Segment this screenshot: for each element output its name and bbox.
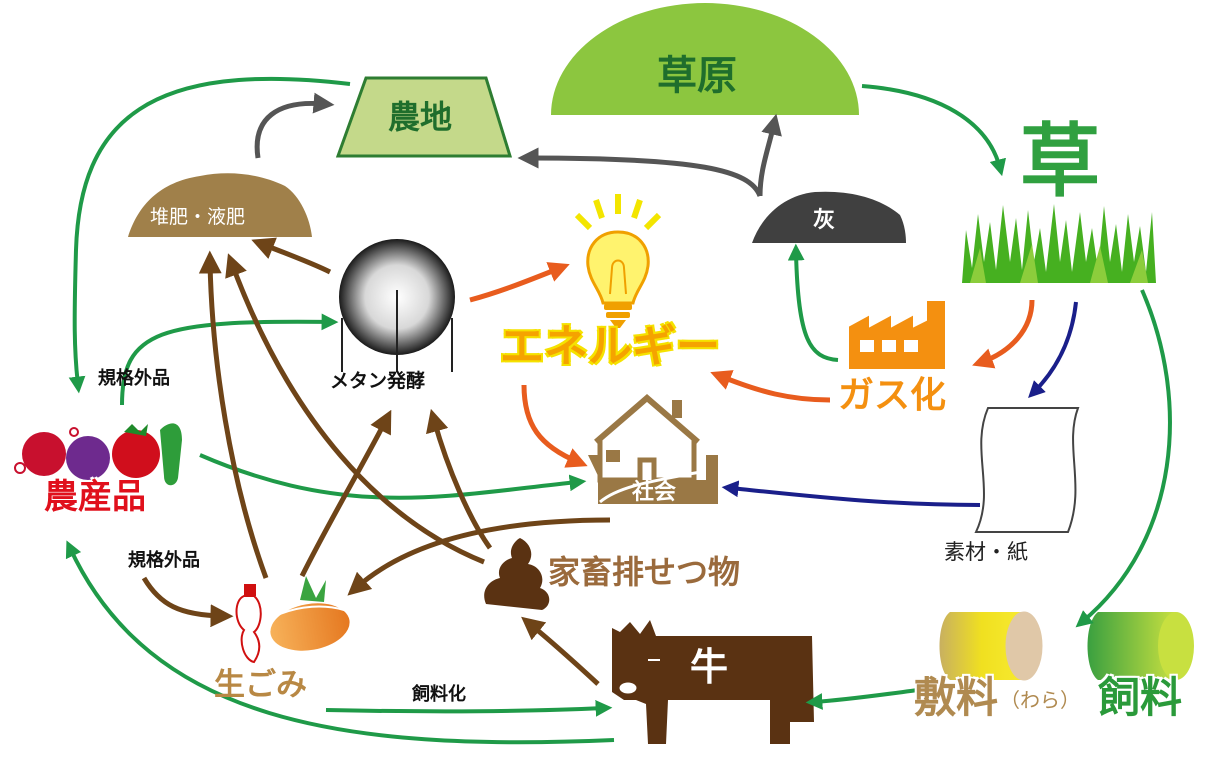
grass-icon [962, 204, 1156, 283]
garbage-label: 生ごみ [214, 667, 307, 703]
lightbulb-icon [574, 194, 662, 328]
arrow-compost-to-farmland [254, 92, 335, 159]
arrow-methane-to-compost [251, 237, 332, 275]
produce-label: 農産品 [44, 477, 146, 517]
arrow-feedconv-to-cattle [325, 700, 613, 717]
arrow-grassland-to-grass [861, 84, 1006, 177]
grass-label: 草 [1020, 115, 1100, 208]
compost-label: 堆肥・液肥 [150, 206, 246, 228]
methane-label: メタン発酵 [330, 370, 426, 392]
arrow-society-to-garbage [347, 517, 611, 596]
ash-label: 灰 [813, 208, 836, 233]
arrow-ash-to-farmland [517, 147, 763, 198]
grassland-label: 草原 [657, 53, 737, 99]
substandard-label-bottom: 規格外品 [128, 550, 200, 571]
arrow-substandard-to-methane [120, 313, 339, 406]
manure-label: 家畜排せつ物 [548, 553, 741, 591]
arrow-manure-to-methane [426, 408, 493, 550]
arrow-grass-to-gasification [972, 299, 1035, 369]
feed-conversion-label: 飼料化 [412, 684, 466, 705]
energy-label: エネルギー [500, 321, 720, 372]
arrow-cattle-to-manure [521, 616, 600, 686]
cattle-icon [612, 620, 814, 744]
arrow-energy-to-society [521, 384, 588, 468]
compost-shape [128, 173, 312, 237]
manure-icon [484, 538, 550, 610]
arrow-produce-to-society [199, 453, 587, 500]
society-label: 社会 [632, 480, 677, 505]
arrow-grass-to-paper [1028, 301, 1078, 398]
society-house-icon [588, 394, 718, 504]
arrow-garbage-to-compost [198, 250, 269, 579]
methane-tank-icon [339, 239, 455, 372]
produce-icon [14, 423, 182, 486]
farmland-shape [335, 76, 513, 158]
gasification-label: ガス化 [838, 375, 947, 416]
paper-icon [974, 407, 1080, 533]
arrow-gasification-to-ash [787, 243, 839, 362]
grassland-shape [551, 3, 859, 116]
bedding-note-label: （わら） [1000, 688, 1080, 712]
cattle-label: 牛 [690, 645, 729, 689]
bedding-label: 敷料 [914, 673, 999, 722]
farmland-label: 農地 [388, 98, 453, 136]
bedding-straw-icon [939, 611, 1043, 681]
paper-label: 素材・紙 [944, 540, 1028, 564]
arrow-ash-to-grassland [757, 113, 782, 197]
arrow-gasification-to-energy [710, 370, 831, 403]
arrow-grass-to-feed [1075, 289, 1172, 628]
arrow-produce-to-garbage [141, 576, 234, 628]
arrow-bedding-to-cattle [805, 688, 919, 710]
arrow-garbage-to-methane [299, 409, 392, 578]
arrow-paper-to-society [721, 480, 981, 507]
substandard-label-top: 規格外品 [98, 368, 170, 389]
feed-roll-icon [1087, 612, 1194, 680]
ash-shape [752, 191, 906, 243]
feed-label: 飼料 [1098, 673, 1183, 722]
factory-icon [847, 299, 947, 371]
arrow-methane-to-energy [469, 262, 570, 303]
arrow-farmland-to-produce [68, 76, 351, 394]
kitchen-garbage-icon [235, 576, 350, 664]
arrow-cattle-to-produce [65, 540, 615, 745]
